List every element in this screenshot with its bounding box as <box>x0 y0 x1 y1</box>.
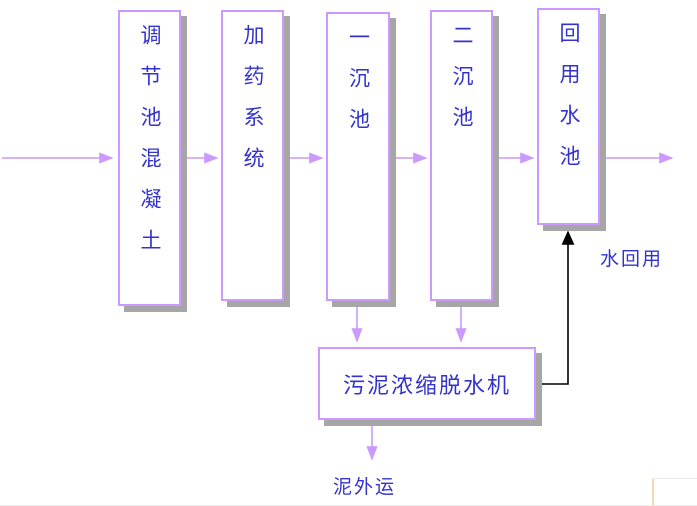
box-regulating-tank: 调节池混凝土 <box>118 10 181 306</box>
box-sludge-dewatering-machine: 污泥浓缩脱水机 <box>318 347 536 420</box>
sludge-out-label: 泥外运 <box>333 477 397 498</box>
main-flow-arrows <box>2 152 674 461</box>
box-secondary-sedimentation-tank: 二沉池 <box>430 10 493 301</box>
box-secondary-sedimentation-tank-label: 二沉池 <box>450 24 474 147</box>
box-primary-sedimentation-tank-label: 一沉池 <box>346 26 371 149</box>
corner-artifact <box>652 478 697 505</box>
box-reuse-water-tank-label: 回用水池 <box>557 22 581 186</box>
box-regulating-tank-label: 调节池混凝土 <box>138 24 162 270</box>
water-return-arrow <box>537 230 575 385</box>
box-sludge-dewatering-machine-label: 污泥浓缩脱水机 <box>342 372 511 398</box>
box-primary-sedimentation-tank: 一沉池 <box>326 12 390 301</box>
box-dosing-system-label: 加药系统 <box>241 24 265 188</box>
box-dosing-system: 加药系统 <box>221 10 284 301</box>
box-reuse-water-tank: 回用水池 <box>537 8 600 225</box>
water-reuse-label: 水回用 <box>600 249 664 270</box>
